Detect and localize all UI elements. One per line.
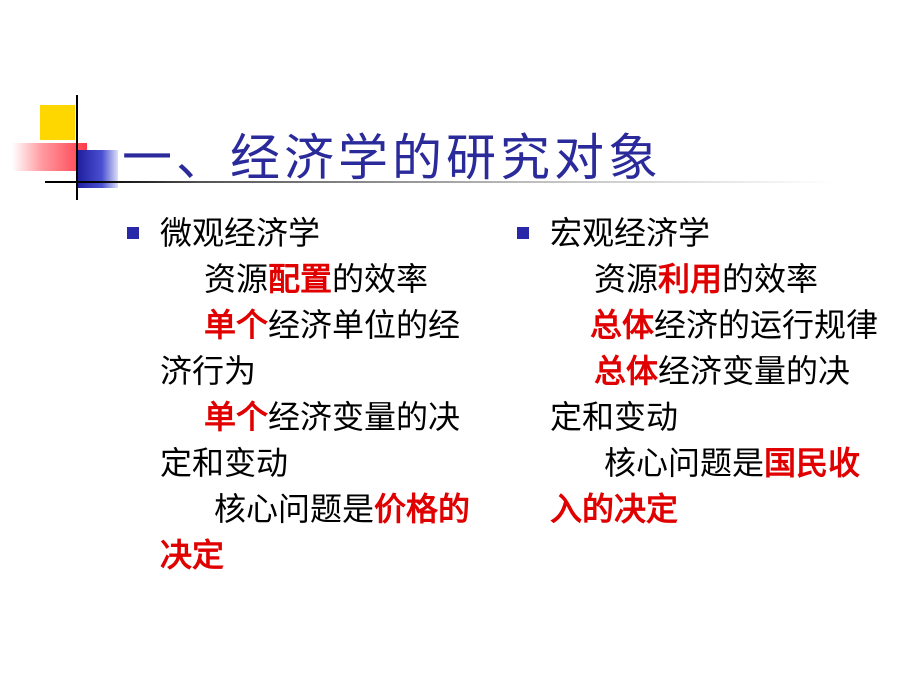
left-point-3: 单个经济变量的决定和变动	[160, 394, 490, 486]
left-point-2-highlight: 单个	[204, 306, 269, 344]
left-point-2: 单个经济单位的经济行为	[160, 302, 490, 394]
right-point-4-highlight: 国民收入的决定	[550, 444, 861, 528]
left-point-1-a: 资源	[204, 260, 269, 298]
left-point-3-b: 经济变量的决定和变动	[160, 398, 461, 482]
left-point-1-highlight: 配置	[268, 260, 333, 298]
right-point-3: 总体经济变量的决定和变动	[550, 348, 880, 440]
right-point-3-highlight: 总体	[594, 352, 659, 390]
right-point-4: 核心问题是国民收入的决定	[550, 440, 880, 532]
right-point-1-c: 的效率	[722, 260, 819, 298]
left-point-4-highlight: 价格的决定	[160, 490, 471, 574]
title-underline	[45, 181, 835, 183]
slide-logo-decoration	[0, 0, 130, 200]
logo-yellow-square	[40, 105, 75, 140]
right-point-3-b: 经济变量的决定和变动	[550, 352, 851, 436]
right-point-4-a: 核心问题是	[604, 444, 765, 482]
left-heading: 微观经济学	[127, 210, 490, 256]
logo-red-bar	[12, 143, 87, 171]
left-point-1: 资源配置的效率	[160, 256, 490, 302]
left-point-4: 核心问题是价格的决定	[160, 486, 490, 578]
left-heading-text: 微观经济学	[160, 214, 321, 252]
right-heading-text: 宏观经济学	[550, 214, 711, 252]
left-point-1-c: 的效率	[332, 260, 429, 298]
right-point-2-highlight: 总体	[590, 306, 655, 344]
right-point-1-highlight: 利用	[658, 260, 723, 298]
left-column-micro: 微观经济学 资源配置的效率 单个经济单位的经济行为 单个经济变量的决定和变动 核…	[127, 210, 490, 578]
right-column-macro: 宏观经济学 资源利用的效率 总体经济的运行规律 总体经济变量的决定和变动 核心问…	[517, 210, 880, 532]
right-heading: 宏观经济学	[517, 210, 880, 256]
right-point-2: 总体经济的运行规律	[550, 302, 880, 348]
right-point-2-b: 经济的运行规律	[654, 306, 879, 344]
bullet-square-icon	[127, 227, 139, 239]
right-point-1-a: 资源	[594, 260, 659, 298]
bullet-square-icon	[517, 227, 529, 239]
logo-vertical-line	[76, 95, 78, 200]
right-point-1: 资源利用的效率	[550, 256, 880, 302]
left-point-4-a: 核心问题是	[214, 490, 375, 528]
left-point-2-b: 经济单位的经济行为	[160, 306, 461, 390]
left-point-3-highlight: 单个	[204, 398, 269, 436]
slide-title: 一、经济学的研究对象	[122, 129, 662, 187]
